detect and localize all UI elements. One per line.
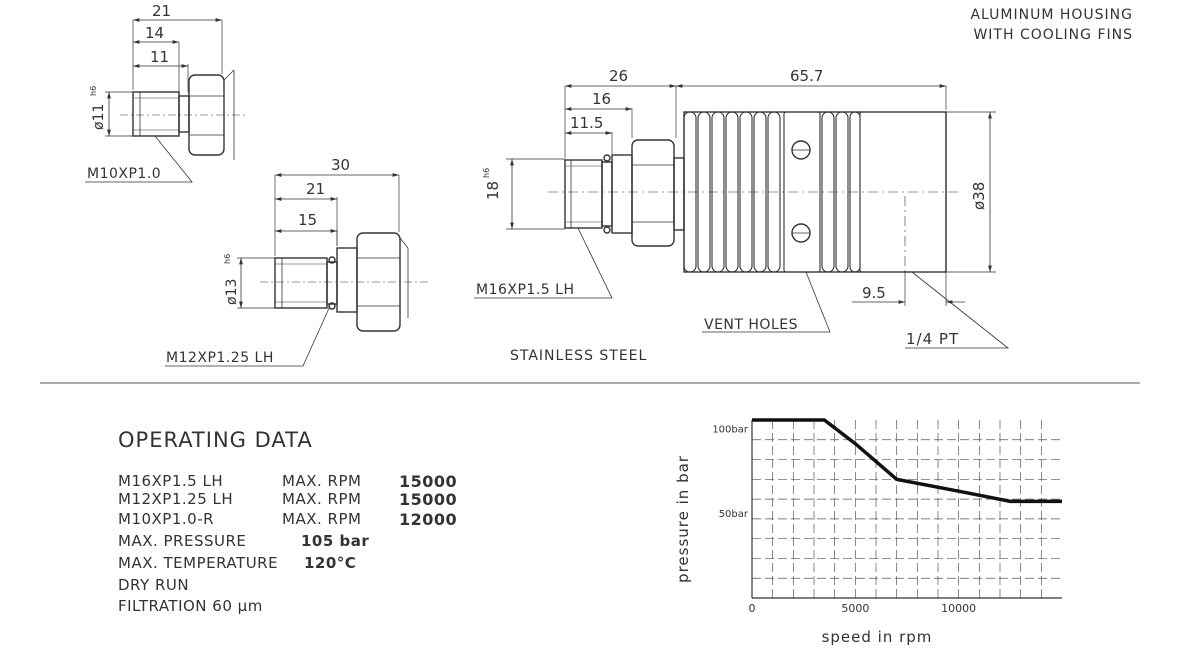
spec-param: MAX. RPM	[282, 510, 362, 528]
port-label: 1/4 PT	[906, 330, 959, 348]
pressure-speed-chart: 0 5000 10000 50bar 100bar speed in rpm pressur…	[674, 418, 1062, 646]
pressure-value: 105 bar	[301, 532, 370, 550]
pressure-row: MAX. PRESSURE 105 bar	[118, 532, 369, 550]
spec-row: M16XP1.5 LH MAX. RPM 15000	[118, 472, 457, 491]
x-tick-label: 10000	[941, 602, 976, 615]
pressure-label: MAX. PRESSURE	[118, 532, 247, 550]
dim-11-5: 11.5	[570, 114, 603, 132]
filtration: FILTRATION 60 µm	[118, 597, 263, 615]
dim-14: 14	[145, 24, 164, 42]
dim-15: 15	[298, 211, 317, 229]
dim-21b: 21	[306, 180, 325, 198]
dim-65-7: 65.7	[790, 67, 823, 85]
fitting-m12	[165, 173, 430, 367]
dim-9-5: 9.5	[862, 284, 886, 302]
dim-11: 11	[150, 48, 169, 66]
temperature-row: MAX. TEMPERATURE 120°C	[118, 554, 356, 572]
stainless-label: STAINLESS STEEL	[510, 348, 647, 364]
fitting-m10	[85, 18, 245, 183]
spec-name: M16XP1.5 LH	[118, 472, 224, 490]
dim-26: 26	[609, 67, 628, 85]
x-tick-label: 0	[749, 602, 756, 615]
spec-value: 15000	[399, 490, 458, 509]
fit-h6-b: h6	[223, 254, 232, 264]
spec-name: M12XP1.25 LH	[118, 490, 234, 508]
dim-dia-38: ø38	[970, 182, 988, 210]
y-axis-label: pressure in bar	[674, 455, 692, 583]
operating-data-title: OPERATING DATA	[118, 428, 313, 452]
dim-dia-13: ø13	[224, 279, 240, 305]
vent-holes-label: VENT HOLES	[704, 317, 798, 333]
thread-m12: M12XP1.25 LH	[166, 350, 274, 366]
housing-note-line2: WITH COOLING FINS	[973, 27, 1133, 43]
fit-h6: h6	[89, 86, 98, 96]
spec-name: M10XP1.0-R	[118, 510, 215, 528]
housing-note-line1: ALUMINUM HOUSING	[970, 7, 1133, 23]
spec-row: M10XP1.0-R MAX. RPM 12000	[118, 510, 457, 529]
dim-18: 18	[484, 181, 502, 200]
spec-param: MAX. RPM	[282, 490, 362, 508]
y-tick-label: 100bar	[712, 424, 749, 435]
dry-run: DRY RUN	[118, 576, 190, 594]
thread-m10: M10XP1.0	[87, 166, 161, 182]
dim-dia-11: ø11	[91, 104, 107, 130]
spec-value: 12000	[399, 510, 458, 529]
series-line	[752, 418, 1062, 504]
fit-h6-c: h6	[482, 168, 491, 178]
dim-30: 30	[331, 156, 350, 174]
temperature-label: MAX. TEMPERATURE	[118, 554, 279, 572]
main-assembly	[474, 84, 1010, 349]
spec-row: M12XP1.25 LH MAX. RPM 15000	[118, 490, 457, 509]
y-tick-label: 50bar	[719, 509, 749, 520]
x-tick-label: 5000	[841, 602, 869, 615]
dim-21: 21	[152, 2, 171, 20]
spec-param: MAX. RPM	[282, 472, 362, 490]
temperature-value: 120°C	[304, 554, 357, 572]
thread-m16: M16XP1.5 LH	[476, 282, 574, 298]
dim-16: 16	[592, 90, 611, 108]
spec-value: 15000	[399, 472, 458, 491]
x-axis-label: speed in rpm	[822, 628, 933, 646]
